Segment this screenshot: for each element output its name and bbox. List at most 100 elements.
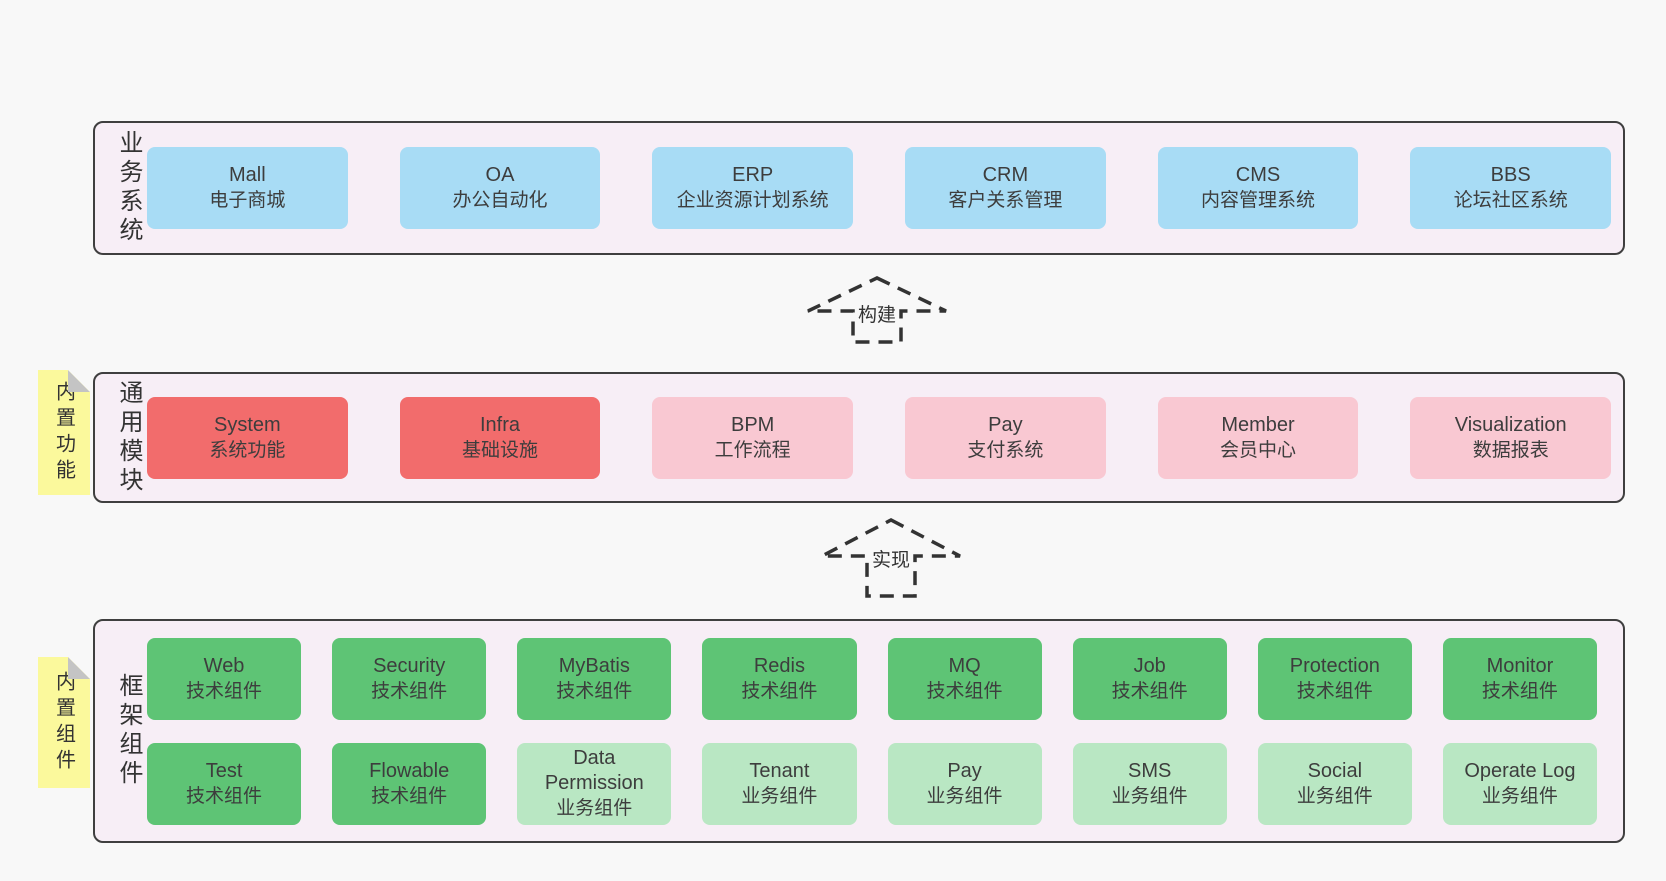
section-common-modules: 通用模块 System 系统功能 Infra 基础设施 BPM 工作流程 Pay…: [93, 372, 1625, 503]
box-subtitle: 论坛社区系统: [1453, 190, 1568, 211]
box-mall: Mall 电子商城: [147, 147, 348, 229]
box-subtitle: 支付系统: [967, 439, 1044, 461]
box-subtitle: 技术组件: [186, 785, 263, 807]
box-subtitle: 业务组件: [556, 798, 633, 819]
box-subtitle: 数据报表: [1472, 439, 1549, 461]
section-label: 通用模块: [115, 379, 142, 496]
box-web: Web 技术组件: [147, 637, 302, 720]
box-data-permission: Data Permission 业务组件: [517, 742, 672, 825]
box-subtitle: 技术组件: [741, 680, 818, 702]
box-oa: OA 办公自动化: [399, 147, 601, 229]
sticky-fold-icon: [68, 370, 90, 392]
box-title: BPM: [731, 413, 775, 436]
arrow-label: 构建: [854, 300, 900, 327]
box-member: Member 会员中心: [1157, 396, 1359, 479]
box-cms: CMS 内容管理系统: [1157, 147, 1359, 229]
box-job: Job 技术组件: [1072, 637, 1227, 720]
box-title: BBS: [1490, 164, 1531, 186]
sticky-fold-icon: [68, 657, 90, 679]
block-arrow-up-icon: [821, 518, 961, 598]
framework-row-biz: Test 技术组件 Flowable 技术组件 Data Permission …: [147, 742, 1597, 825]
box-subtitle: 客户关系管理: [948, 190, 1063, 211]
box-title: Flowable: [369, 759, 450, 782]
section-business-systems: 业务系统 Mall 电子商城 OA 办公自动化 ERP 企业资源计划系统 CRM…: [93, 121, 1625, 255]
box-subtitle: 会员中心: [1220, 439, 1297, 461]
box-title: ERP: [732, 164, 774, 186]
box-redis: Redis 技术组件: [702, 637, 857, 720]
box-title: Test: [205, 759, 243, 782]
box-title: MQ: [948, 654, 981, 677]
box-subtitle: 业务组件: [1296, 785, 1373, 807]
box-subtitle: 业务组件: [741, 785, 818, 807]
box-title: Operate Log: [1464, 759, 1576, 782]
box-protection: Protection 技术组件: [1257, 637, 1412, 720]
box-pay: Pay 支付系统: [905, 396, 1106, 479]
box-title: Infra: [479, 413, 521, 436]
box-subtitle: 技术组件: [1481, 680, 1558, 702]
box-title: Monitor: [1486, 654, 1554, 677]
box-infra: Infra 基础设施: [399, 396, 601, 479]
box-erp: ERP 企业资源计划系统: [652, 147, 854, 229]
box-title: Social: [1307, 759, 1363, 782]
box-title: System: [213, 413, 281, 436]
box-operate-log: Operate Log 业务组件: [1442, 742, 1597, 825]
box-subtitle: 业务组件: [926, 785, 1003, 807]
arrow-implement: 实现: [820, 518, 962, 598]
framework-row-tech: Web 技术组件 Security 技术组件 MyBatis 技术组件 Redi…: [147, 637, 1597, 720]
box-subtitle: 企业资源计划系统: [676, 190, 829, 211]
box-sms: SMS 业务组件: [1072, 742, 1227, 825]
box-subtitle: 工作流程: [714, 439, 791, 461]
box-subtitle: 基础设施: [462, 439, 539, 461]
box-subtitle: 业务组件: [1111, 785, 1188, 807]
box-title: Data Permission: [544, 747, 644, 794]
box-title: Pay: [988, 413, 1023, 436]
box-subtitle: 技术组件: [371, 785, 448, 807]
sticky-note-builtin-components: 内置组件: [38, 657, 90, 788]
box-monitor: Monitor 技术组件: [1442, 637, 1597, 720]
box-test: Test 技术组件: [147, 742, 302, 825]
box-subtitle: 技术组件: [1296, 680, 1373, 702]
box-subtitle: 业务组件: [1481, 785, 1558, 807]
box-title: Web: [203, 654, 245, 677]
section-framework-components: 框架组件 Web 技术组件 Security 技术组件 MyBatis 技术组件…: [93, 619, 1625, 843]
box-mq: MQ 技术组件: [887, 637, 1042, 720]
box-title: Member: [1221, 413, 1295, 436]
box-title: Security: [373, 654, 446, 677]
arrow-label: 实现: [868, 545, 914, 572]
box-title: Redis: [753, 654, 805, 677]
business-boxes: Mall 电子商城 OA 办公自动化 ERP 企业资源计划系统 CRM 客户关系…: [147, 147, 1612, 229]
box-visualization: Visualization 数据报表: [1410, 396, 1612, 479]
box-tenant: Tenant 业务组件: [702, 742, 857, 825]
box-title: Protection: [1289, 654, 1380, 677]
box-title: CMS: [1235, 164, 1281, 186]
box-title: Pay: [947, 759, 982, 782]
box-title: Tenant: [749, 759, 810, 782]
box-title: CRM: [982, 164, 1029, 186]
box-security: Security 技术组件: [332, 637, 487, 720]
box-title: OA: [485, 164, 515, 186]
box-subtitle: 办公自动化: [452, 190, 548, 211]
framework-boxes: Web 技术组件 Security 技术组件 MyBatis 技术组件 Redi…: [147, 637, 1597, 825]
box-flowable: Flowable 技术组件: [332, 742, 487, 825]
sticky-note-builtin-features: 内置功能: [38, 370, 90, 495]
box-title: Mall: [229, 164, 266, 186]
box-subtitle: 系统功能: [209, 439, 286, 461]
box-pay-component: Pay 业务组件: [887, 742, 1042, 825]
section-label: 框架组件: [115, 673, 142, 789]
box-system: System 系统功能: [147, 396, 348, 479]
module-boxes: System 系统功能 Infra 基础设施 BPM 工作流程 Pay 支付系统…: [147, 396, 1612, 479]
box-subtitle: 内容管理系统: [1201, 190, 1316, 211]
box-title: SMS: [1128, 759, 1172, 782]
box-subtitle: 技术组件: [1111, 680, 1188, 702]
box-subtitle: 技术组件: [186, 680, 263, 702]
box-title: Job: [1133, 654, 1166, 677]
sticky-text: 内置功能: [52, 380, 75, 485]
box-bbs: BBS 论坛社区系统: [1410, 147, 1612, 229]
box-subtitle: 技术组件: [556, 680, 633, 702]
box-social: Social 业务组件: [1257, 742, 1412, 825]
box-mybatis: MyBatis 技术组件: [517, 637, 672, 720]
box-crm: CRM 客户关系管理: [905, 147, 1106, 229]
box-title: MyBatis: [558, 654, 630, 677]
section-label: 业务系统: [115, 130, 142, 246]
box-title: Visualization: [1454, 413, 1567, 436]
